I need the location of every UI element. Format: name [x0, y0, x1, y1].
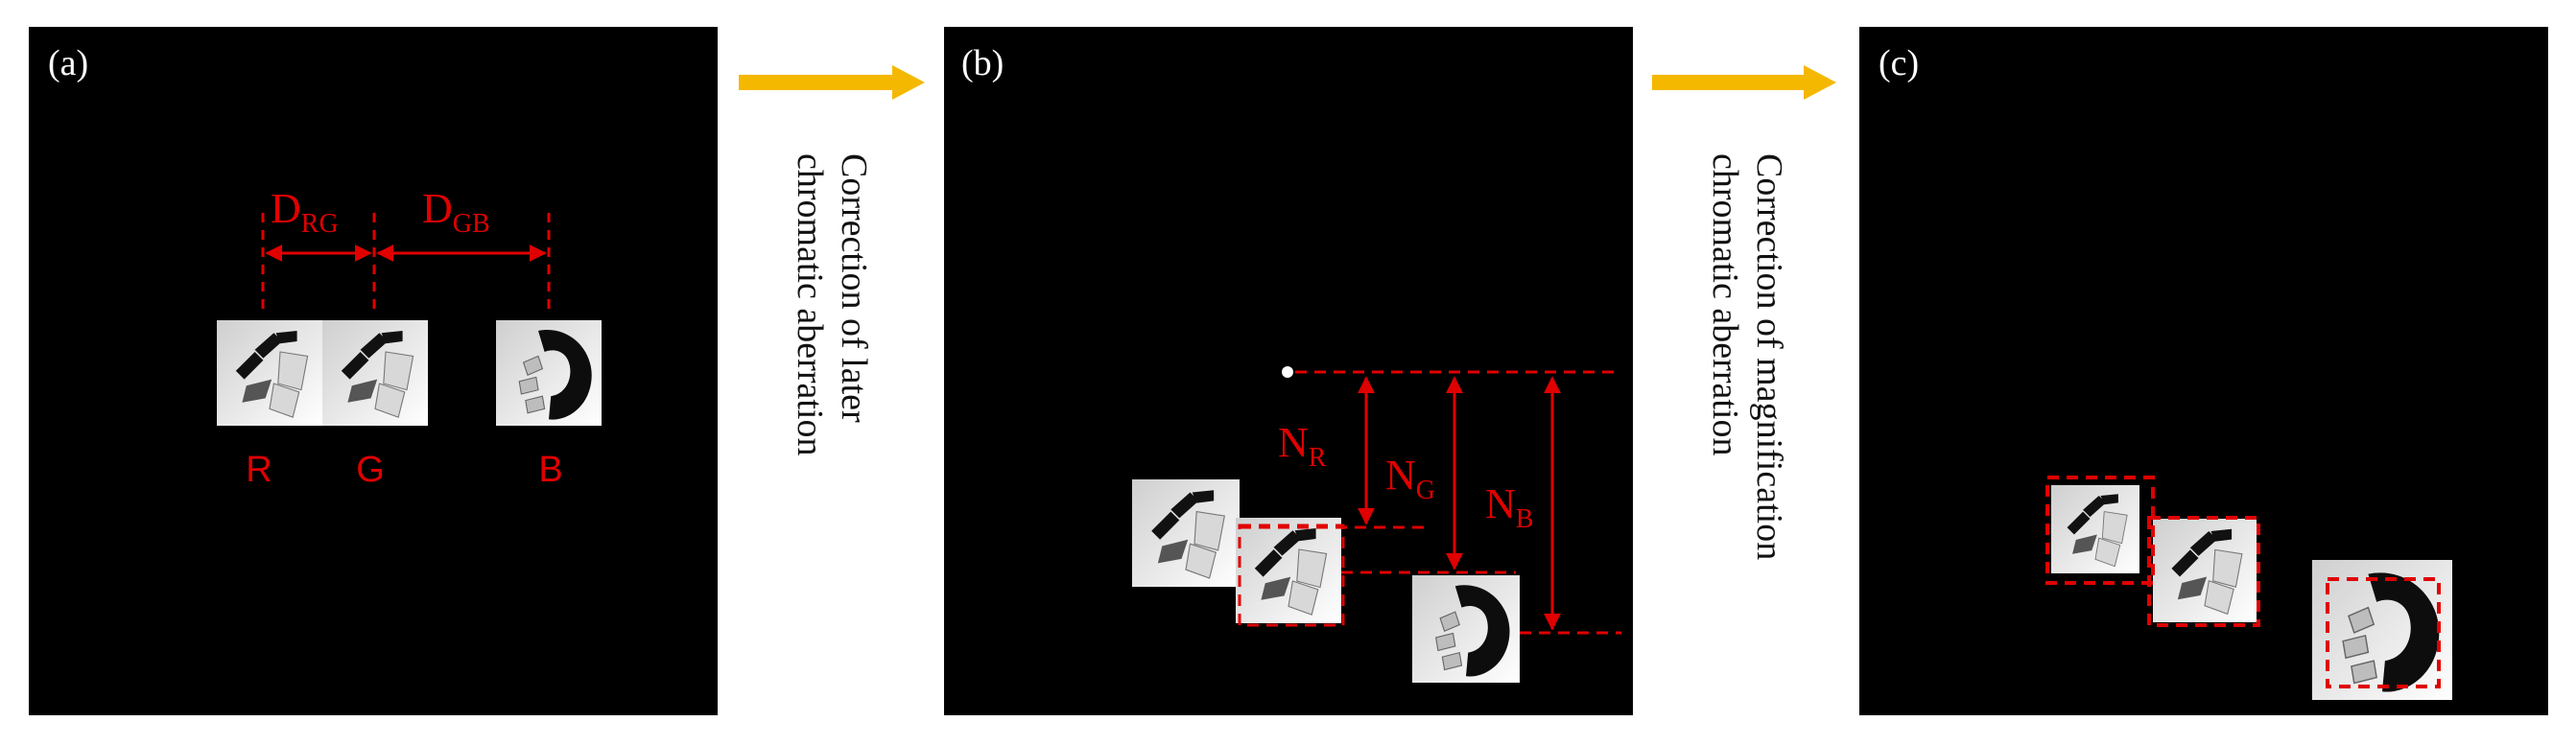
- arrow-2-caption-line2: chromatic aberration: [1705, 153, 1745, 455]
- red-channel-image: [1132, 479, 1240, 587]
- blue-corrected-box: [2326, 577, 2441, 688]
- green-channel-image: [322, 320, 428, 426]
- red-channel-image: [2051, 485, 2139, 573]
- panel-a-label: (a): [48, 43, 88, 83]
- arrow-2-caption-line1: Correction of magnification: [1749, 153, 1789, 560]
- blue-channel-image: [495, 320, 603, 426]
- panel-c: (c): [1859, 27, 2548, 715]
- d-rg-label: DRG: [271, 185, 339, 239]
- panel-a: (a) DRG DGB R G B: [29, 27, 718, 715]
- arrow-1-caption-line1: Correction of later: [834, 153, 874, 423]
- yellow-arrow-icon: [1652, 65, 1836, 100]
- green-channel-image: [2153, 518, 2257, 623]
- blue-channel-image: [1412, 575, 1520, 683]
- red-channel-image: [217, 320, 322, 426]
- transition-arrow-2: Correction of magnification chromatic ab…: [1652, 65, 1836, 560]
- n-b-label: NB: [1485, 480, 1533, 534]
- b-label: B: [538, 450, 562, 490]
- transition-arrow-1: Correction of later chromatic aberration: [739, 65, 925, 455]
- panel-b-label: (b): [961, 43, 1004, 83]
- green-corrected-box: [2147, 516, 2260, 627]
- red-corrected-box: [2045, 476, 2155, 585]
- d-gb-label: DGB: [422, 185, 490, 239]
- panel-c-label: (c): [1879, 43, 1919, 83]
- yellow-arrow-icon: [739, 65, 925, 100]
- arrow-1-caption-line2: chromatic aberration: [790, 153, 830, 455]
- panel-b: (b) NR NG NB: [944, 27, 1633, 715]
- n-g-label: NG: [1385, 452, 1435, 505]
- r-label: R: [246, 450, 272, 490]
- reference-point: [1282, 366, 1293, 378]
- red-target-box: [1238, 524, 1345, 627]
- n-r-label: NR: [1278, 419, 1327, 473]
- green-channel-image: [1236, 518, 1341, 623]
- g-label: G: [356, 450, 385, 490]
